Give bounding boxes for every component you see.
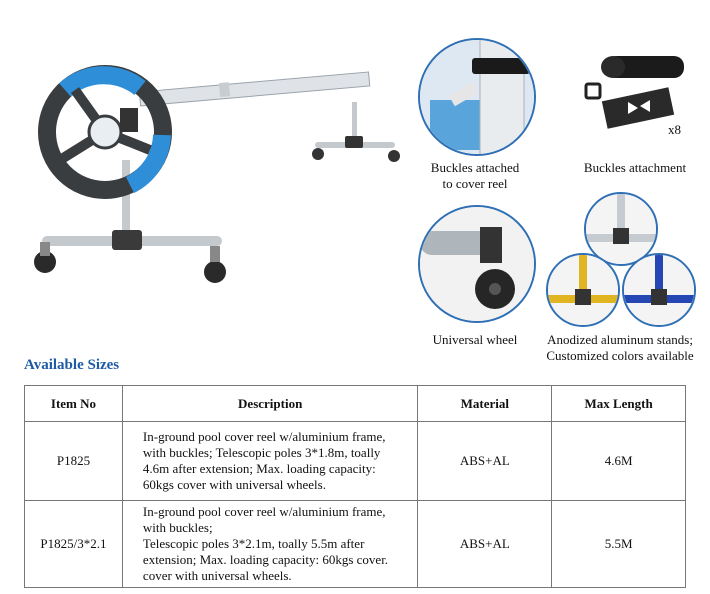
- buckles-attachment-image: [584, 56, 684, 129]
- buckles-reel-caption: Buckles attached to cover reel: [430, 160, 520, 191]
- header-item-no: Item No: [24, 385, 123, 422]
- header-material: Material: [417, 385, 553, 422]
- stand-gray-photo: [584, 192, 658, 266]
- pool-cover-reel-illustration: [34, 65, 400, 283]
- universal-wheel-photo: [418, 205, 536, 323]
- cell-max-length: 4.6M: [551, 421, 686, 501]
- table-row: P1825/3*2.1 In-ground pool cover reel w/…: [24, 500, 686, 588]
- cell-material: ABS+AL: [417, 500, 553, 588]
- stand-gold-photo: [546, 253, 620, 327]
- cell-material: ABS+AL: [417, 421, 553, 501]
- table-header-row: Item No Description Material Max Length: [24, 385, 686, 422]
- buckles-attachment-caption: Buckles attachment: [583, 160, 687, 175]
- table-row: P1825 In-ground pool cover reel w/alumin…: [24, 421, 686, 501]
- cell-description: In-ground pool cover reel w/aluminium fr…: [121, 421, 419, 501]
- quantity-badge: x8: [668, 122, 681, 137]
- stands-caption: Anodized aluminum stands; Customized col…: [546, 332, 694, 363]
- header-description: Description: [121, 385, 419, 422]
- cell-description: In-ground pool cover reel w/aluminium fr…: [121, 500, 419, 588]
- buckles-reel-photo: [418, 38, 536, 156]
- stand-blue-photo: [622, 253, 696, 327]
- sizes-table: Item No Description Material Max Length …: [24, 385, 686, 588]
- header-max-length: Max Length: [551, 385, 686, 422]
- cell-item-no: P1825: [24, 421, 123, 501]
- universal-wheel-caption: Universal wheel: [432, 332, 518, 347]
- section-title: Available Sizes: [24, 357, 120, 373]
- cell-max-length: 5.5M: [551, 500, 686, 588]
- cell-item-no: P1825/3*2.1: [24, 500, 123, 588]
